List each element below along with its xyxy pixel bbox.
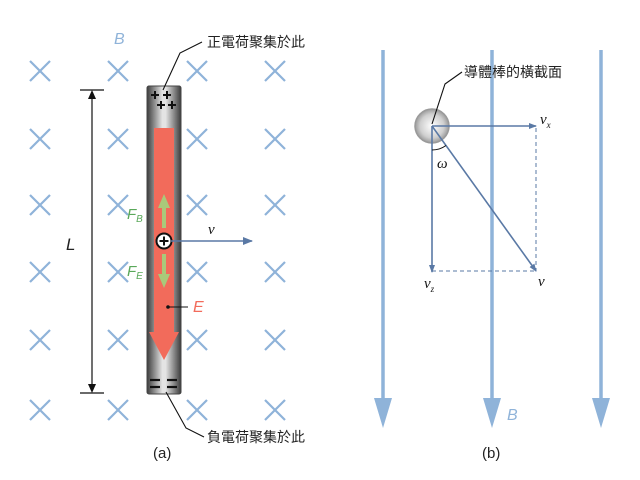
positive-charges-cluster [151, 91, 176, 109]
field-cross-icon [186, 329, 208, 351]
field-cross-icon [29, 194, 51, 216]
efield-label: E [193, 299, 204, 316]
positive-charge-note: 正電荷聚集於此 [207, 34, 305, 51]
field-cross-icon [107, 194, 129, 216]
field-cross-icon [107, 261, 129, 283]
positive-charge-icon [155, 232, 173, 250]
v-label: v [538, 274, 545, 290]
force-arrows [158, 194, 170, 288]
field-cross-icon [264, 128, 286, 150]
caption-b: (b) [482, 445, 500, 462]
electric-field-arrow [149, 128, 179, 360]
field-cross-icon [264, 194, 286, 216]
field-cross-icon [107, 329, 129, 351]
cross-section-note: 導體棒的橫截面 [464, 65, 562, 81]
panel-a: B L v [29, 31, 305, 462]
field-cross-icon [107, 128, 129, 150]
force-b-label: FB [127, 206, 143, 225]
panel-b: B ω vx vz v 導體棒的橫截面 (b) [374, 50, 610, 462]
magnetic-field-lines [374, 50, 610, 428]
component-guides [432, 128, 537, 272]
field-cross-icon [186, 60, 208, 82]
negative-note-leader [165, 391, 205, 438]
vz-label: vz [424, 276, 435, 294]
field-label-a: B [114, 31, 125, 48]
field-cross-icon [186, 128, 208, 150]
length-dimension [80, 89, 104, 394]
length-label: L [66, 235, 75, 254]
v-arrow [431, 125, 537, 272]
field-cross-icon [264, 60, 286, 82]
field-cross-icon [29, 329, 51, 351]
field-cross-icon [186, 399, 208, 421]
field-cross-icon [29, 399, 51, 421]
field-cross-icon [107, 60, 129, 82]
vx-label: vx [540, 112, 551, 130]
cross-section-leader [431, 71, 463, 125]
angle-arc [431, 145, 447, 151]
field-cross-icon [186, 194, 208, 216]
field-cross-icon [29, 261, 51, 283]
field-cross-icon [29, 128, 51, 150]
angle-label: ω [437, 156, 448, 172]
field-cross-icon [29, 60, 51, 82]
magnetic-field-crosses [29, 60, 286, 421]
field-cross-icon [186, 261, 208, 283]
field-cross-icon [107, 399, 129, 421]
negative-charges-cluster [150, 378, 177, 389]
caption-a: (a) [153, 445, 171, 462]
field-cross-icon [264, 261, 286, 283]
field-cross-icon [264, 399, 286, 421]
force-e-label: FE [127, 263, 143, 282]
velocity-label: v [208, 222, 215, 238]
positive-note-leader [162, 41, 203, 91]
negative-charge-note: 負電荷聚集於此 [207, 429, 305, 446]
field-cross-icon [264, 329, 286, 351]
field-label-b: B [507, 407, 518, 424]
